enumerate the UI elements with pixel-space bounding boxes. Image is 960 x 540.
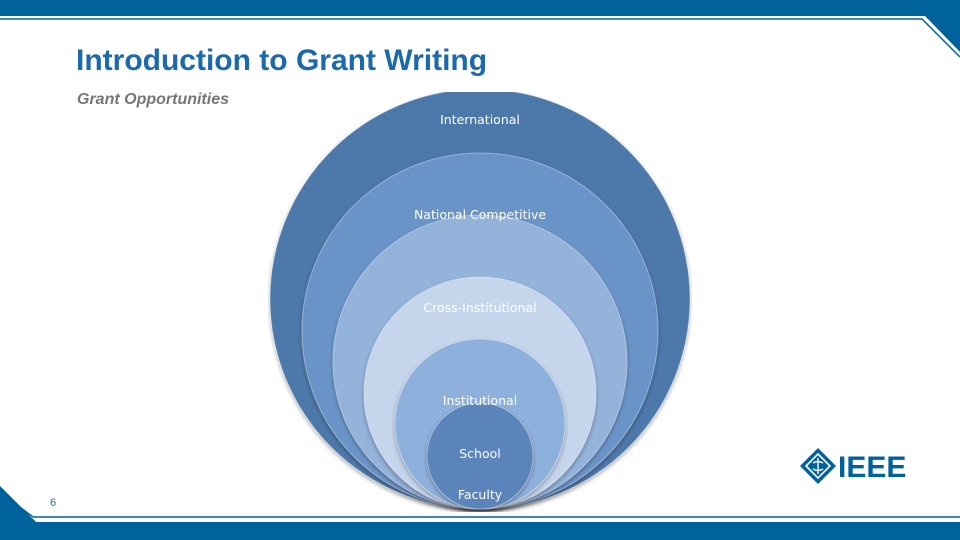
ring-label: Faculty	[458, 487, 503, 502]
ring-5	[426, 402, 534, 510]
ring-label: International	[440, 112, 520, 127]
ieee-logo: IEEE	[800, 448, 906, 484]
slide-title: Introduction to Grant Writing	[76, 44, 488, 77]
ring-label: National Competitive	[414, 207, 546, 222]
ieee-logo-text: IEEE	[838, 451, 906, 484]
ieee-diamond-icon	[800, 448, 836, 484]
ring-label: Institutional	[443, 393, 517, 408]
slide-subtitle: Grant Opportunities	[77, 91, 229, 108]
page-number: 6	[50, 497, 57, 509]
ring-label: Cross-Institutional	[423, 300, 536, 315]
ring-label: School	[459, 446, 501, 461]
